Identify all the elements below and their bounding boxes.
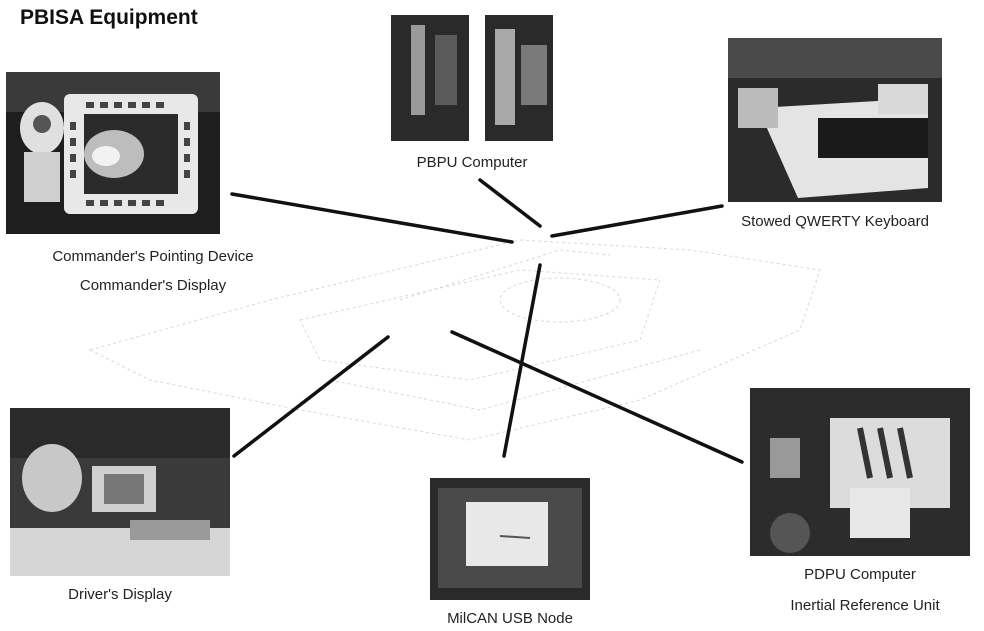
line-driver: [232, 335, 390, 458]
commanders-display-photo: [6, 72, 220, 234]
label-pdpu-computer: PDPU Computer: [804, 566, 916, 583]
page-title: PBISA Equipment: [20, 6, 198, 29]
drivers-display-photo: [10, 408, 230, 576]
label-inertial-reference-unit: Inertial Reference Unit: [790, 597, 940, 614]
milcan-usb-node-photo: [430, 478, 590, 600]
label-commanders-display: Commander's Display: [79, 277, 227, 294]
label-stowed-qwerty-keyboard: Stowed QWERTY Keyboard: [741, 213, 929, 230]
line-milcan: [502, 263, 542, 458]
line-qwerty: [550, 204, 724, 238]
label-commanders-pointing-device: Commander's Pointing Device: [52, 248, 254, 265]
pbpu-computer-photo: [391, 15, 553, 141]
pdpu-computer-photo: [750, 388, 970, 556]
label-pbpu-computer: PBPU Computer: [416, 154, 528, 171]
label-milcan-usb-node: MilCAN USB Node: [447, 610, 573, 627]
line-pbpu: [478, 178, 542, 228]
line-cmd-display: [230, 192, 514, 244]
line-pdpu: [450, 330, 744, 464]
label-drivers-display: Driver's Display: [68, 586, 172, 603]
qwerty-keyboard-photo: [728, 38, 942, 202]
